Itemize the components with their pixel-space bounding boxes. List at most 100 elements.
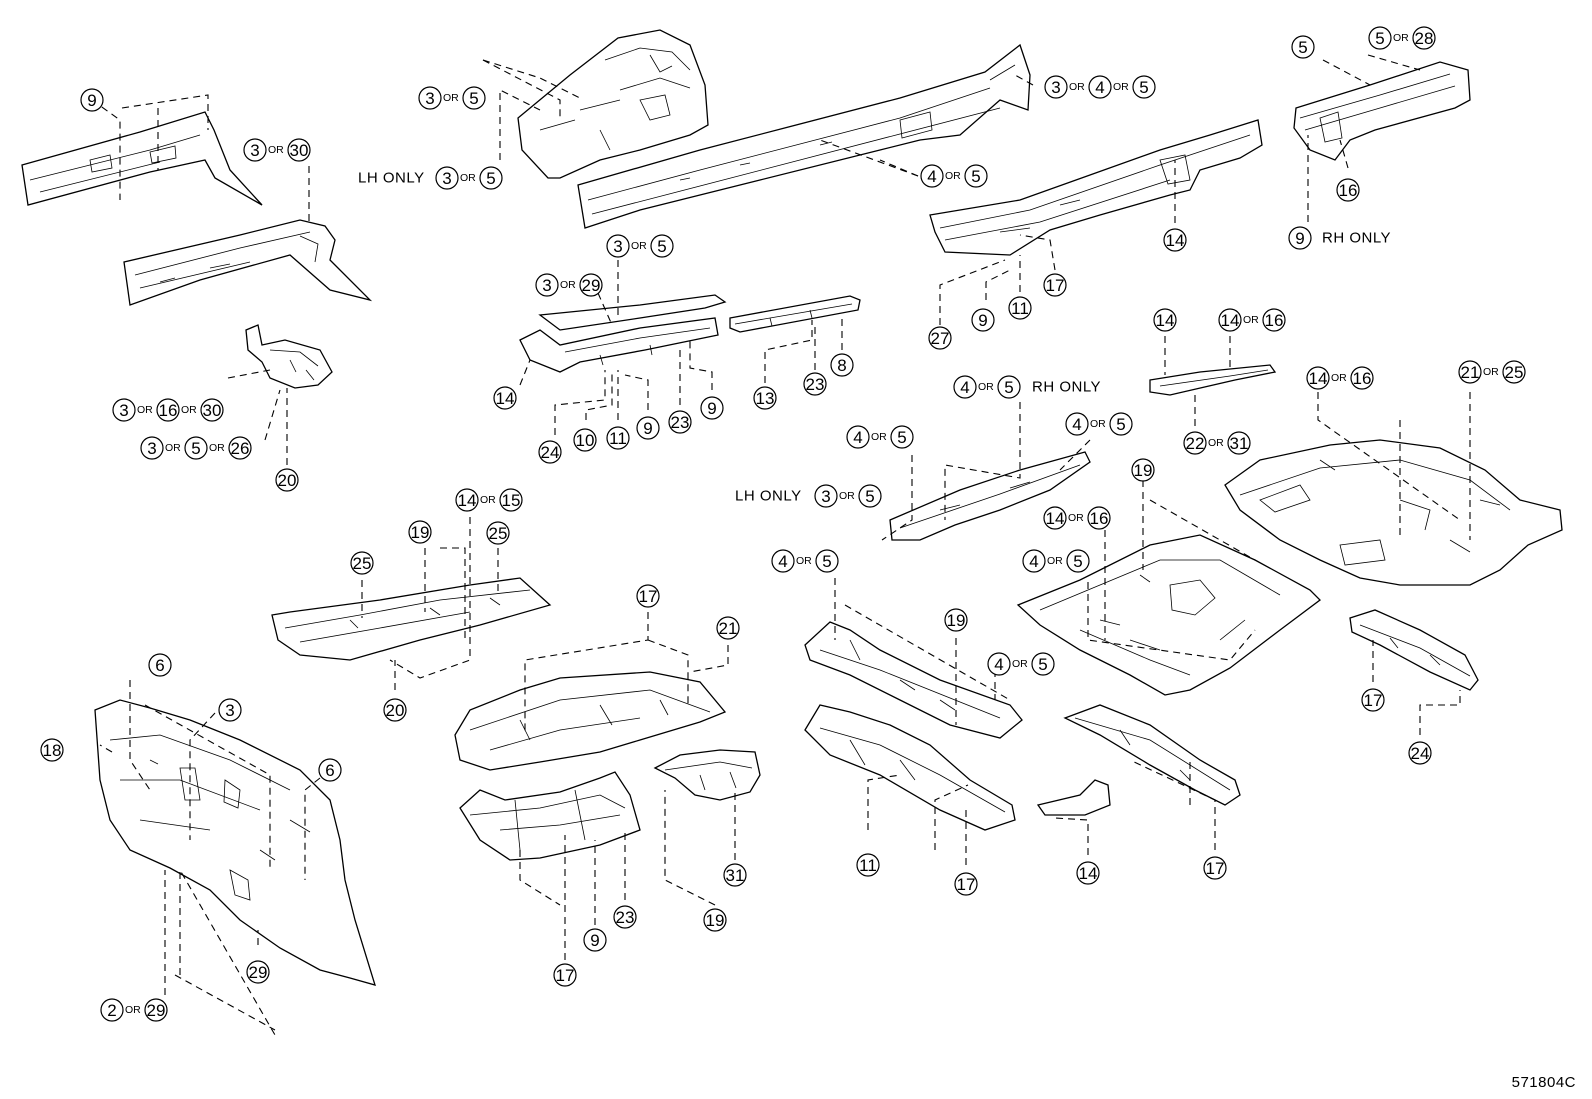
callout-circle xyxy=(275,468,299,492)
callout-circle xyxy=(112,398,136,422)
callout-number: 19 xyxy=(706,911,725,930)
callout-number: 17 xyxy=(1364,691,1383,710)
callout-number: 4 xyxy=(778,552,787,571)
callout-number: 23 xyxy=(616,908,635,927)
callout-number: 3 xyxy=(147,439,156,458)
callout-circle xyxy=(1153,308,1177,332)
callout-circle xyxy=(606,234,630,258)
callout-number: 6 xyxy=(155,656,164,675)
callout-circle xyxy=(462,86,486,110)
callout-m1: 14 xyxy=(1076,861,1100,885)
part-floor-member-m xyxy=(1063,704,1241,806)
callout-number: 29 xyxy=(582,276,601,295)
callout-number: 30 xyxy=(203,401,222,420)
callout-number: 4 xyxy=(994,655,1003,674)
callout-e3: 8 xyxy=(830,353,854,377)
callout-o3: 18 xyxy=(40,738,64,762)
part-rear-crossmember-n xyxy=(1349,609,1479,691)
callout-number: 25 xyxy=(353,554,372,573)
callout-circle xyxy=(418,86,442,110)
callout-circle xyxy=(1163,228,1187,252)
callout-number: 31 xyxy=(726,866,745,885)
callout-number: 5 xyxy=(657,237,666,256)
callout-number: 23 xyxy=(671,413,690,432)
callout-number: 6 xyxy=(325,761,334,780)
callout-circle xyxy=(156,398,180,422)
callout-circle xyxy=(1408,741,1432,765)
callout-number: 22 xyxy=(1186,434,1205,453)
callout-circle xyxy=(700,396,724,420)
callout-circle xyxy=(1065,412,1089,436)
callout-number: 5 xyxy=(822,552,831,571)
callout-m2: 17 xyxy=(1203,856,1227,880)
callout-l1: 4 OR 5 xyxy=(771,549,839,573)
callout-or-text: OR xyxy=(1243,314,1259,326)
callout-number: 9 xyxy=(978,311,987,330)
callout-circle xyxy=(383,698,407,722)
callout-or-text: OR xyxy=(209,442,225,454)
callout-circle xyxy=(1076,861,1100,885)
callout-number: 3 xyxy=(613,237,622,256)
callout-number: 16 xyxy=(159,401,178,420)
callout-circle xyxy=(228,436,252,460)
callout-number: 5 xyxy=(897,428,906,447)
callout-j5: 20 xyxy=(383,698,407,722)
callout-or-text: OR xyxy=(443,92,459,104)
part-rear-floor-pan xyxy=(1224,439,1563,586)
callout-circle xyxy=(964,164,988,188)
callout-e1: 13 xyxy=(753,386,777,410)
callout-number: 11 xyxy=(859,856,877,875)
part-bracket-20 xyxy=(245,324,333,389)
callout-circle xyxy=(435,166,459,190)
callout-circle xyxy=(538,440,562,464)
callout-circle xyxy=(1361,688,1385,712)
callout-number: 3 xyxy=(250,141,259,160)
callout-number: 5 xyxy=(1073,552,1082,571)
callout-circle xyxy=(1031,652,1055,676)
callout-circle xyxy=(1132,75,1156,99)
callout-d4: 24 xyxy=(538,440,562,464)
callout-circle xyxy=(100,998,124,1022)
callout-circle xyxy=(1227,431,1251,455)
callout-number: 21 xyxy=(1461,363,1480,382)
callout-circle xyxy=(920,164,944,188)
callout-d1: 3 OR 5 xyxy=(606,234,674,258)
part-front-floor-pan xyxy=(1016,534,1321,696)
callout-circle xyxy=(350,551,374,575)
callout-circle xyxy=(148,653,172,677)
callout-number: 15 xyxy=(502,491,521,510)
callout-g1: 14 xyxy=(1153,308,1177,332)
callout-circle xyxy=(703,908,727,932)
part-floor-crossmember-h xyxy=(889,451,1091,541)
callout-circle xyxy=(583,928,607,952)
callout-l5: 17 xyxy=(954,872,978,896)
callout-c4: 9 xyxy=(1288,226,1312,250)
callout-circle xyxy=(1288,226,1312,250)
callout-or-text: OR xyxy=(1483,366,1499,378)
callout-d5: 10 xyxy=(573,428,597,452)
callout-or-text: OR xyxy=(268,144,284,156)
callout-or-text: OR xyxy=(181,404,197,416)
callout-e2: 23 xyxy=(803,372,827,396)
callout-o4: 6 xyxy=(318,758,342,782)
callout-number: 14 xyxy=(1046,509,1065,528)
callout-number: 24 xyxy=(541,443,560,462)
leader-lines xyxy=(91,54,1471,1036)
callout-or-text: OR xyxy=(1047,555,1063,567)
callout-o1: 6 xyxy=(148,653,172,677)
callout-c1: 5 xyxy=(1291,35,1315,59)
callout-circle xyxy=(573,428,597,452)
callout-number: 26 xyxy=(231,439,250,458)
callout-or-text: OR xyxy=(796,555,812,567)
callout-circle xyxy=(830,353,854,377)
callout-or-text: OR xyxy=(631,240,647,252)
note-rh-only-2: RH ONLY xyxy=(1322,230,1391,247)
note-rh-only-1: RH ONLY xyxy=(1032,379,1101,396)
callout-number: 9 xyxy=(1295,229,1304,248)
callout-circle xyxy=(815,549,839,573)
callout-number: 5 xyxy=(1375,29,1384,48)
